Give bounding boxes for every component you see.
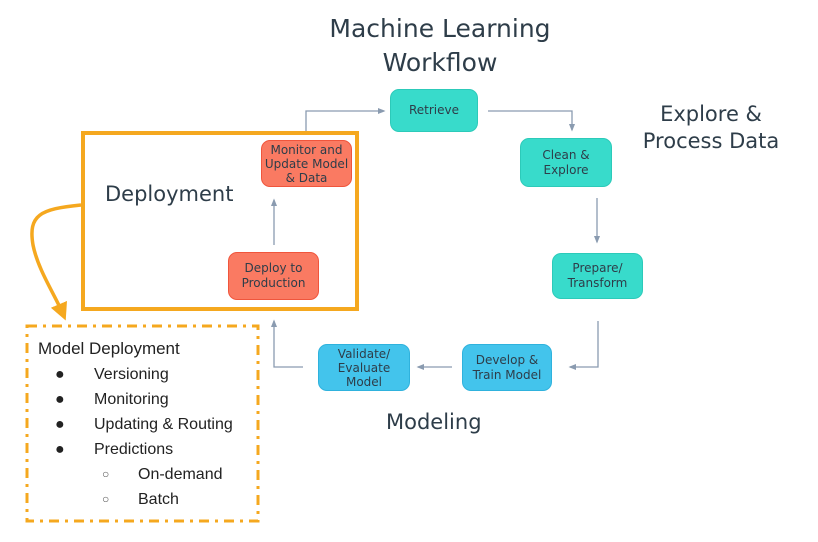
list-item-label: Monitoring xyxy=(94,391,169,408)
model-deployment-panel: Model Deployment ● Versioning ● Monitoring… xyxy=(38,338,253,512)
arrow-validate-to-deploy xyxy=(270,319,303,368)
bullet-icon: ● xyxy=(55,391,65,408)
sub-list-item: ○ On-demand xyxy=(38,462,253,487)
bullet-icon: ● xyxy=(55,366,65,383)
list-item-label: Updating & Routing xyxy=(94,416,233,433)
node-prepare-transform[interactable]: Prepare/ Transform xyxy=(552,253,643,299)
diagram-title: Machine Learning Workflow xyxy=(300,12,580,80)
node-clean-explore-label: Clean & Explore xyxy=(542,147,590,177)
sub-list-item-label: On-demand xyxy=(138,466,223,483)
node-develop-train-label: Develop & Train Model xyxy=(472,352,542,382)
arrow-prepare-to-develop xyxy=(568,321,599,371)
node-deploy-production-label: Deploy to Production xyxy=(241,261,306,290)
node-prepare-transform-label: Prepare/ Transform xyxy=(567,261,628,290)
list-item-label: Predictions xyxy=(94,441,174,458)
section-label-explore: Explore & Process Data xyxy=(642,102,780,153)
node-monitor-update-label: Monitor and Update Model & Data xyxy=(264,142,349,185)
node-deploy-production[interactable]: Deploy to Production xyxy=(228,252,319,300)
node-clean-explore[interactable]: Clean & Explore xyxy=(520,138,612,187)
list-item: ● Updating & Routing xyxy=(38,412,253,437)
section-label-deployment: Deployment xyxy=(105,182,234,206)
hollow-bullet-icon: ○ xyxy=(102,467,110,481)
bullet-icon: ● xyxy=(55,416,65,433)
model-deployment-frame xyxy=(25,324,260,523)
list-item: ● Versioning xyxy=(38,362,253,387)
node-retrieve-label: Retrieve xyxy=(408,103,460,117)
node-retrieve[interactable]: Retrieve xyxy=(390,89,478,132)
list-item: ● Predictions xyxy=(38,437,253,462)
node-validate-evaluate-label: Validate/ Evaluate Model xyxy=(337,346,391,389)
callout-arrow xyxy=(30,203,82,321)
arrow-retrieve-to-clean xyxy=(488,110,576,132)
list-item-label: Versioning xyxy=(94,366,169,383)
section-label-modeling: Modeling xyxy=(386,410,482,434)
deployment-frame xyxy=(81,131,359,311)
arrow-monitor-to-retrieve xyxy=(305,107,386,131)
list-item: ● Monitoring xyxy=(38,387,253,412)
node-validate-evaluate[interactable]: Validate/ Evaluate Model xyxy=(318,344,410,391)
model-deployment-title: Model Deployment xyxy=(38,339,180,358)
title-text: Machine Learning Workflow xyxy=(329,14,551,77)
bullet-icon: ● xyxy=(55,441,65,458)
node-develop-train[interactable]: Develop & Train Model xyxy=(462,344,552,391)
sub-list-item: ○ Batch xyxy=(38,487,253,512)
sub-list-item-label: Batch xyxy=(138,491,179,508)
node-monitor-update[interactable]: Monitor and Update Model & Data xyxy=(261,140,352,187)
hollow-bullet-icon: ○ xyxy=(102,492,110,506)
